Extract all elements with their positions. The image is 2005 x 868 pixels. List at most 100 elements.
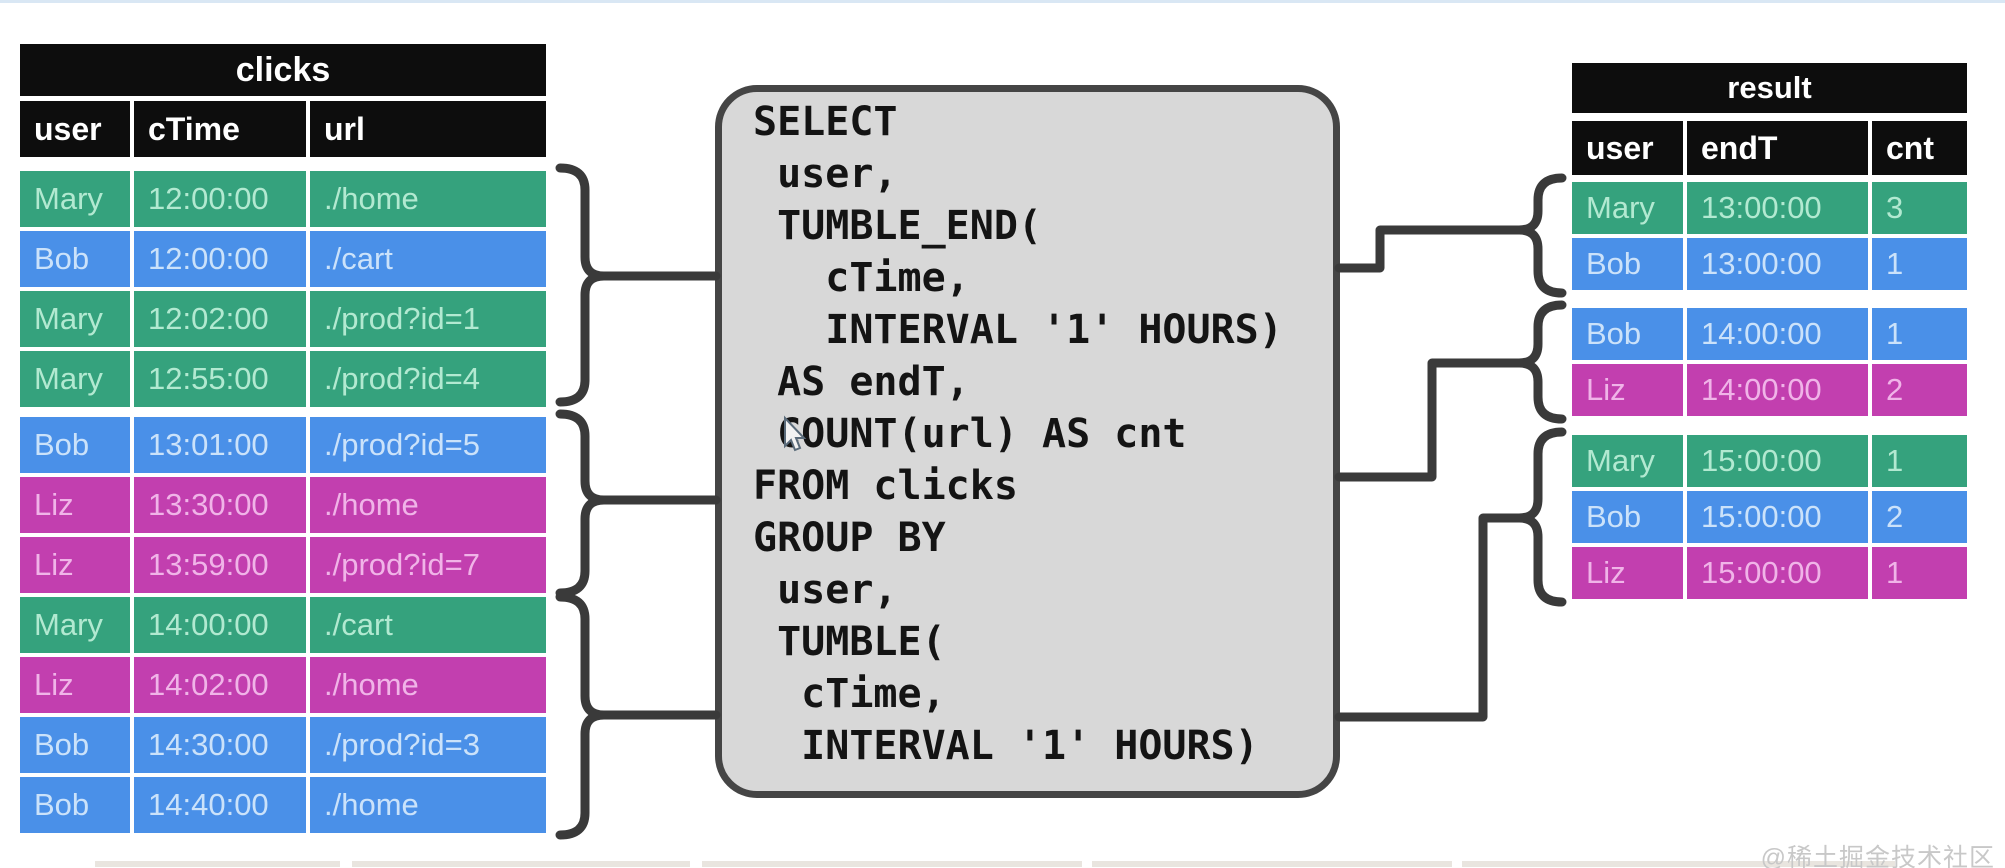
cell-cnt: 2	[1872, 364, 1967, 416]
bottom-edge-segment	[702, 861, 1082, 867]
cell-cTime: 14:00:00	[134, 597, 306, 653]
result-table-header: user endT cnt	[1572, 121, 1967, 175]
cell-cTime: 13:59:00	[134, 537, 306, 593]
connector-window2-right	[1334, 358, 1524, 482]
cell-url: ./home	[310, 171, 546, 227]
cell-user: Mary	[1572, 435, 1683, 487]
result-table-title: result	[1572, 63, 1967, 113]
cell-url: ./home	[310, 657, 546, 713]
cell-user: Liz	[1572, 364, 1683, 416]
cell-cTime: 13:01:00	[134, 417, 306, 473]
cell-cTime: 12:00:00	[134, 171, 306, 227]
cell-cTime: 12:00:00	[134, 231, 306, 287]
cell-url: ./prod?id=7	[310, 537, 546, 593]
cell-url: ./prod?id=1	[310, 291, 546, 347]
cell-user: Bob	[20, 777, 130, 833]
cell-user: Bob	[1572, 308, 1683, 360]
cell-cTime: 12:55:00	[134, 351, 306, 407]
cell-endT: 14:00:00	[1687, 308, 1868, 360]
bottom-edge-segment	[1462, 861, 1895, 867]
cell-user: Liz	[20, 477, 130, 533]
connector-window1-right	[1334, 225, 1524, 273]
cell-user: Liz	[20, 537, 130, 593]
cell-cnt: 1	[1872, 547, 1967, 599]
cell-endT: 13:00:00	[1687, 238, 1868, 290]
column-header-endt: endT	[1687, 121, 1868, 175]
cell-endT: 15:00:00	[1687, 491, 1868, 543]
cell-url: ./cart	[310, 231, 546, 287]
cell-user: Bob	[1572, 491, 1683, 543]
top-edge-line	[0, 0, 2005, 3]
cell-url: ./prod?id=3	[310, 717, 546, 773]
cell-cnt: 3	[1872, 182, 1967, 234]
bottom-edge-segment	[352, 861, 690, 867]
cell-endT: 14:00:00	[1687, 364, 1868, 416]
cell-user: Liz	[20, 657, 130, 713]
cell-cTime: 12:02:00	[134, 291, 306, 347]
column-header-cnt: cnt	[1872, 121, 1967, 175]
cell-cnt: 2	[1872, 491, 1967, 543]
cell-url: ./home	[310, 477, 546, 533]
brace-window3-right	[1514, 427, 1567, 607]
column-header-ctime: cTime	[134, 101, 306, 157]
cell-user: Bob	[1572, 238, 1683, 290]
cell-user: Mary	[1572, 182, 1683, 234]
cell-user: Bob	[20, 417, 130, 473]
cell-user: Mary	[20, 351, 130, 407]
cell-endT: 13:00:00	[1687, 182, 1868, 234]
cell-user: Mary	[20, 291, 130, 347]
cell-user: Mary	[20, 171, 130, 227]
sql-query-box	[715, 85, 1340, 798]
bottom-edge-segment	[1092, 861, 1452, 867]
sql-query-code: SELECT user, TUMBLE_END( cTime, INTERVAL…	[753, 99, 1283, 769]
column-header-user: user	[20, 101, 130, 157]
column-header-user: user	[1572, 121, 1683, 175]
cell-cTime: 14:30:00	[134, 717, 306, 773]
cell-cnt: 1	[1872, 238, 1967, 290]
cell-cnt: 1	[1872, 308, 1967, 360]
cell-user: Bob	[20, 231, 130, 287]
bottom-edge-segment	[95, 861, 340, 867]
clicks-table-header: user cTime url	[20, 101, 546, 157]
cell-user: Bob	[20, 717, 130, 773]
cell-url: ./cart	[310, 597, 546, 653]
brace-window2-right	[1514, 300, 1567, 424]
cell-user: Mary	[20, 597, 130, 653]
cell-cnt: 1	[1872, 435, 1967, 487]
brace-window1-right	[1514, 173, 1567, 298]
cell-url: ./prod?id=5	[310, 417, 546, 473]
cell-cTime: 14:02:00	[134, 657, 306, 713]
connector-window3-right	[1334, 513, 1524, 722]
brace-window2-left	[555, 409, 609, 598]
column-header-url: url	[310, 101, 546, 157]
cell-cTime: 14:40:00	[134, 777, 306, 833]
cell-user: Liz	[1572, 547, 1683, 599]
brace-window1-left	[555, 163, 609, 407]
cell-url: ./home	[310, 777, 546, 833]
clicks-table-title: clicks	[20, 44, 546, 96]
cell-url: ./prod?id=4	[310, 351, 546, 407]
